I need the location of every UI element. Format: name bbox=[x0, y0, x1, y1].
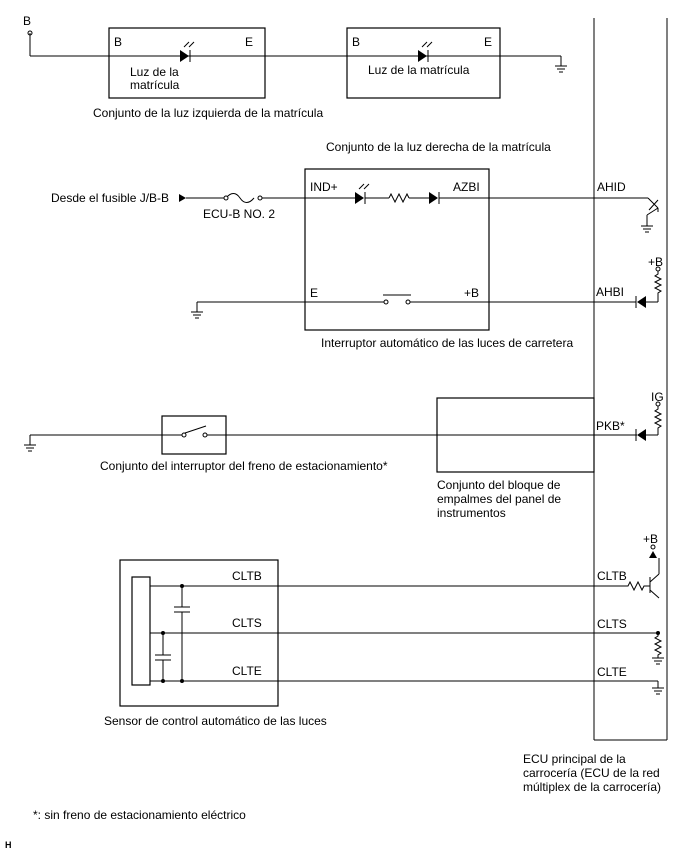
right-lamp-pin-e: E bbox=[484, 35, 492, 49]
ground-icon bbox=[23, 444, 37, 452]
sensor-pin-clte: CLTE bbox=[232, 664, 262, 678]
right-lamp-inner: Luz de la matrícula bbox=[368, 63, 470, 77]
supply-ig: IG bbox=[651, 390, 664, 404]
high-beam-switch-box bbox=[304, 168, 490, 331]
high-beam-circuit: Desde el fusible J/B-B ECU-B NO. 2 IND+ … bbox=[51, 168, 663, 350]
resistor-icon bbox=[654, 632, 662, 659]
parking-caption: Conjunto del interruptor del freno de es… bbox=[100, 459, 388, 473]
ground-icon bbox=[651, 687, 665, 695]
led-icon bbox=[180, 41, 195, 62]
corner-label: H bbox=[5, 840, 12, 850]
supply-b1: +B bbox=[648, 255, 663, 269]
sensor-pin-clts: CLTS bbox=[232, 616, 262, 630]
capacitor-icon bbox=[155, 631, 171, 683]
ecu-caption-line2: carrocería (ECU de la red bbox=[523, 766, 660, 780]
right-license-lamp: B E Luz de la matrícula bbox=[346, 27, 501, 99]
b-supply-label: B bbox=[23, 14, 31, 28]
light-sensor-circuit: CLTB CLTS CLTE Sensor de control automát… bbox=[104, 532, 665, 728]
ecu-caption-line3: múltiplex de la carrocería) bbox=[523, 780, 661, 794]
transistor-icon bbox=[649, 544, 660, 599]
fuse-icon bbox=[225, 193, 255, 203]
diode-icon bbox=[635, 296, 646, 308]
ecu-pin-clte: CLTE bbox=[597, 665, 627, 679]
sensor-element bbox=[131, 576, 151, 686]
left-lamp-inner-2: matrícula bbox=[130, 78, 180, 92]
footnote: *: sin freno de estacionamiento eléctric… bbox=[33, 808, 246, 822]
hb-switch-caption: Interruptor automático de las luces de c… bbox=[321, 336, 573, 350]
fuse-source-label: Desde el fusible J/B-B bbox=[51, 191, 169, 205]
left-lamp-inner-1: Luz de la bbox=[130, 65, 179, 79]
junction-caption-2: empalmes del panel de bbox=[437, 492, 561, 506]
supply-b2: +B bbox=[643, 532, 658, 546]
junction-caption-1: Conjunto del bloque de bbox=[437, 478, 561, 492]
ecu-pin-cltb: CLTB bbox=[597, 569, 627, 583]
capacitor-icon bbox=[174, 584, 190, 683]
resistor-icon bbox=[388, 192, 410, 204]
left-license-lamp: B E Luz de la matrícula bbox=[108, 27, 266, 99]
body-ecu: ECU principal de la carrocería (ECU de l… bbox=[523, 18, 668, 794]
switch-icon bbox=[181, 425, 208, 438]
diode-icon bbox=[635, 429, 646, 441]
transistor-icon bbox=[594, 197, 659, 233]
right-lamp-pin-b: B bbox=[352, 35, 360, 49]
ecu-pin-ahid: AHID bbox=[597, 180, 626, 194]
parking-brake-circuit: Conjunto del interruptor del freno de es… bbox=[23, 390, 664, 520]
ground-icon bbox=[554, 65, 568, 73]
left-lamp-pin-b: B bbox=[114, 35, 122, 49]
left-lamp-caption: Conjunto de la luz izquierda de la matrí… bbox=[93, 106, 323, 120]
hb-pin-e: E bbox=[310, 286, 318, 300]
hb-pin-ind: IND+ bbox=[310, 180, 338, 194]
right-lamp-caption: Conjunto de la luz derecha de la matrícu… bbox=[326, 140, 551, 154]
sensor-caption: Sensor de control automático de las luce… bbox=[104, 714, 327, 728]
fuse-name: ECU-B NO. 2 bbox=[203, 207, 275, 221]
resistor-icon bbox=[594, 580, 650, 592]
ground-icon bbox=[651, 657, 665, 665]
hb-pin-b: +B bbox=[464, 286, 479, 300]
ecu-caption-line1: ECU principal de la bbox=[523, 752, 626, 766]
junction-caption-3: instrumentos bbox=[437, 506, 506, 520]
ground-icon bbox=[190, 311, 204, 319]
led-icon bbox=[418, 41, 433, 62]
ecu-pin-clts: CLTS bbox=[597, 617, 627, 631]
sensor-pin-cltb: CLTB bbox=[232, 569, 262, 583]
license-light-circuit: B B E Luz de la matrícula Conjunto de la… bbox=[23, 14, 568, 154]
hb-pin-azbi: AZBI bbox=[453, 180, 480, 194]
arrow-icon bbox=[179, 194, 186, 202]
left-lamp-pin-e: E bbox=[245, 35, 253, 49]
ecu-pin-pkb: PKB* bbox=[596, 419, 625, 433]
ecu-pin-ahbi: AHBI bbox=[596, 285, 624, 299]
